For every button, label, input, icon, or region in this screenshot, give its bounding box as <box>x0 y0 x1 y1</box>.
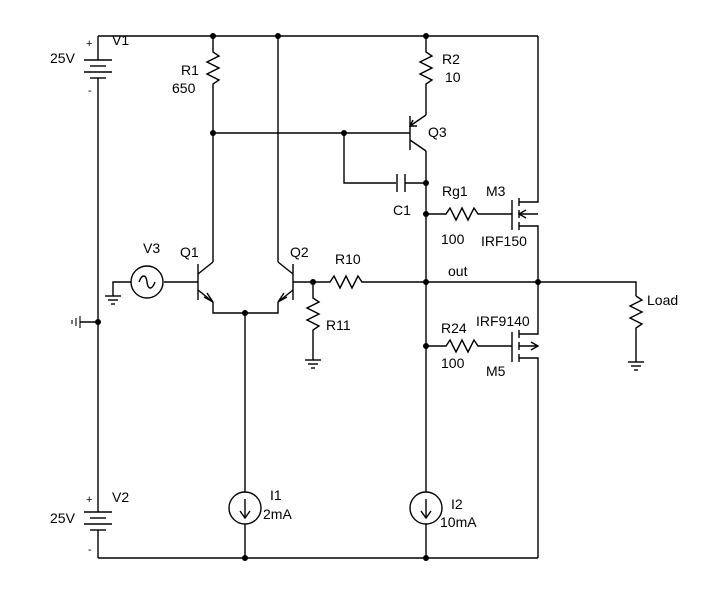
i2-name-label: I2 <box>451 496 463 512</box>
c1-wire <box>343 133 396 184</box>
m3-name-label: M3 <box>486 183 506 199</box>
r24-name-label: R24 <box>441 320 467 336</box>
m5-name-label: M5 <box>486 363 506 379</box>
junction-dot <box>423 555 429 561</box>
ac-source-v3 <box>105 265 164 305</box>
out-net-label: out <box>448 263 468 279</box>
m5-model-label: IRF9140 <box>476 313 530 329</box>
r2-resistor <box>418 36 434 115</box>
r11-ground-symbol <box>305 359 321 369</box>
v2-plus-sign: + <box>86 494 92 506</box>
rg1-value-label: 100 <box>441 231 465 247</box>
r1-resistor <box>205 36 221 133</box>
c1-name-label: C1 <box>393 202 411 218</box>
v1-name-label: V1 <box>112 32 129 48</box>
mosfet-m5 <box>511 282 540 362</box>
v1-value-label: 25V <box>50 50 76 66</box>
battery-v2 <box>84 322 112 558</box>
transistor-q3 <box>408 114 427 152</box>
q2-name-label: Q2 <box>290 244 309 260</box>
v1-plus-sign: + <box>86 38 92 50</box>
r1-value-label: 650 <box>172 80 196 96</box>
rg1-resistor <box>426 206 512 222</box>
v1-minus-sign: - <box>88 85 92 97</box>
capacitor-c1 <box>396 174 406 192</box>
r11-resistor <box>305 282 321 360</box>
load-ground-symbol <box>628 361 644 371</box>
junction-dot <box>423 279 429 285</box>
r24-value-label: 100 <box>441 355 465 371</box>
i1-value-label: 2mA <box>263 506 292 522</box>
mosfet-m3 <box>511 196 539 282</box>
r24-resistor <box>426 338 512 354</box>
rg1-name-label: Rg1 <box>442 183 468 199</box>
transistor-q2 <box>277 261 294 303</box>
current-source-i1 <box>228 491 262 558</box>
midpoint-ground-symbol <box>71 316 98 328</box>
i1-name-label: I1 <box>270 487 282 503</box>
v2-minus-sign: - <box>88 544 92 556</box>
junction-dot <box>242 555 248 561</box>
v2-name-label: V2 <box>112 489 129 505</box>
r11-name-label: R11 <box>326 317 351 333</box>
r2-value-label: 10 <box>445 69 461 85</box>
transistor-q1 <box>197 261 214 303</box>
v2-value-label: 25V <box>50 510 76 526</box>
r10-name-label: R10 <box>335 251 361 267</box>
v3-name-label: V3 <box>143 240 160 256</box>
load-resistor <box>628 295 644 362</box>
current-source-i2 <box>409 491 443 558</box>
load-name-label: Load <box>647 292 678 308</box>
m3-model-label: IRF150 <box>481 233 527 249</box>
i2-value-label: 10mA <box>440 514 477 530</box>
r10-resistor <box>313 274 538 290</box>
r1-name-label: R1 <box>181 62 199 78</box>
q1-name-label: Q1 <box>180 244 199 260</box>
battery-v1 <box>84 36 112 322</box>
q3-name-label: Q3 <box>428 124 447 140</box>
r2-name-label: R2 <box>442 51 460 67</box>
load-wire <box>538 281 637 296</box>
